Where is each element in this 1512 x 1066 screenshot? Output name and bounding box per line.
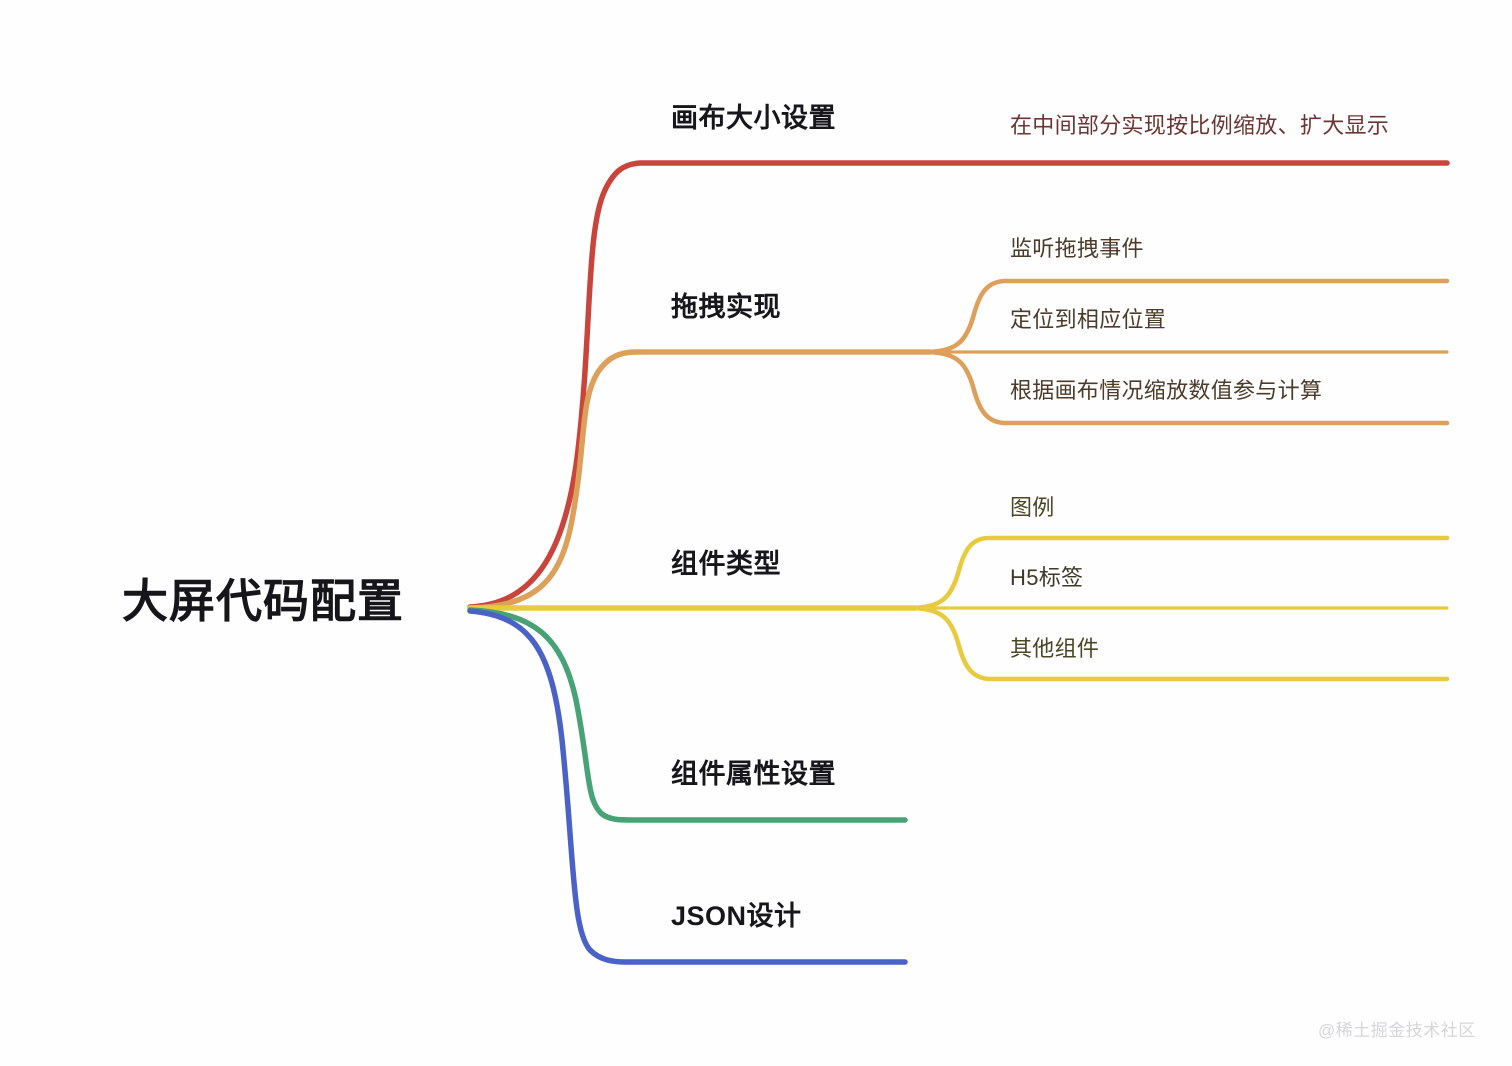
leaf-label-legend[interactable]: 图例: [1010, 495, 1055, 520]
sub-curve-branch-1-child-2: [927, 349, 1450, 426]
sub-curve-branch-2-child-0: [912, 535, 1450, 611]
branch-label-canvas-size[interactable]: 画布大小设置: [671, 103, 836, 133]
branch-label-json-design[interactable]: JSON设计: [671, 901, 802, 931]
branch-label-component-properties[interactable]: 组件属性设置: [671, 759, 836, 789]
watermark-text: @稀土掘金技术社区: [1318, 1021, 1476, 1040]
leaf-label-other-components[interactable]: 其他组件: [1010, 636, 1100, 661]
sub-curve-branch-1-child-0: [927, 278, 1450, 355]
branch-label-component-type[interactable]: 组件类型: [671, 549, 781, 579]
trunk-curve-branch-1: [467, 349, 933, 611]
sub-curve-branch-2-child-2: [912, 605, 1450, 682]
leaf-label-scale-value-calculation[interactable]: 根据画布情况缩放数值参与计算: [1010, 378, 1323, 403]
leaf-label-h5-tag[interactable]: H5标签: [1010, 565, 1084, 590]
trunk-curve-branch-3: [467, 607, 908, 823]
leaf-label-scale-display[interactable]: 在中间部分实现按比例缩放、扩大显示: [1010, 113, 1390, 138]
branch-label-drag-implementation[interactable]: 拖拽实现: [671, 292, 781, 322]
leaf-label-position-to-location[interactable]: 定位到相应位置: [1010, 307, 1167, 332]
root-node-label[interactable]: 大屏代码配置: [122, 575, 404, 627]
trunk-curve-branch-4: [467, 608, 908, 965]
leaf-label-listen-drag-event[interactable]: 监听拖拽事件: [1010, 236, 1144, 261]
trunk-curve-branch-0: [467, 160, 1450, 610]
